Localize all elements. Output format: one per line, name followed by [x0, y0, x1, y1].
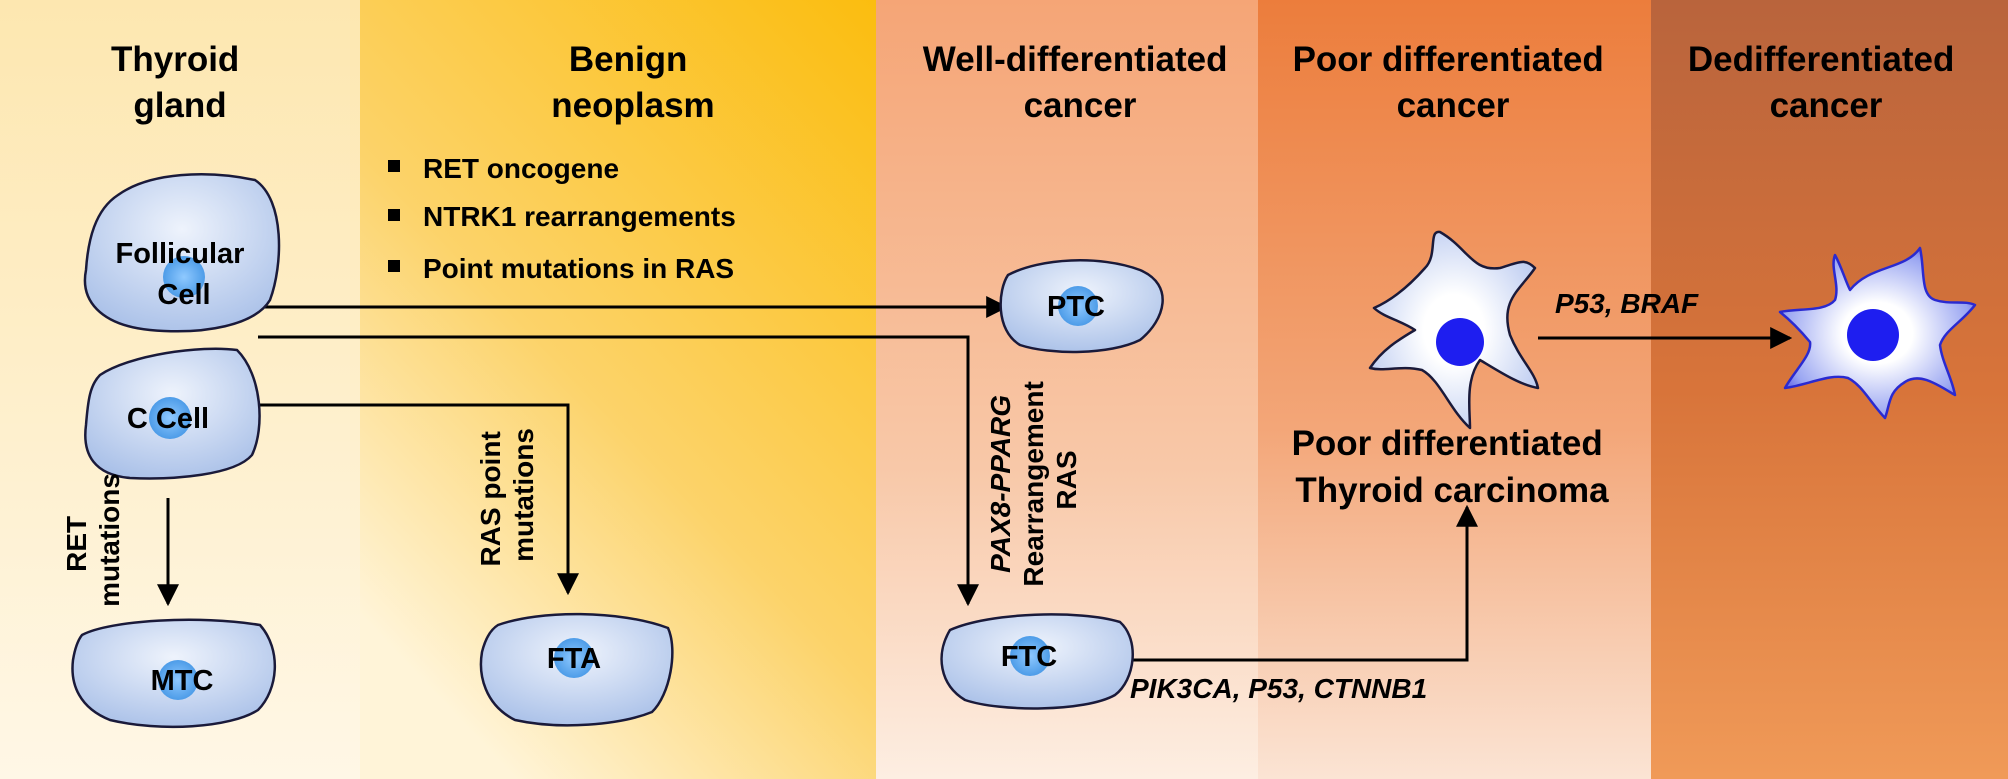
- column-title-4: Poor differentiated cancer: [1293, 40, 1614, 125]
- poor-carcinoma-label: Poor differentiated Thyroid carcinoma: [1292, 424, 1613, 510]
- bullet-ras-point: Point mutations in RAS: [423, 253, 734, 284]
- ptc-nucleus: [1058, 286, 1098, 326]
- follicular-cell-label: Follicular Cell: [116, 238, 253, 311]
- poor-differentiated-cell: [1368, 230, 1540, 430]
- arrow-ccell-to-fta: [258, 403, 579, 596]
- fta-label: FTA: [547, 643, 601, 675]
- fta-nucleus: [554, 638, 594, 678]
- follicular-cell-body: [83, 173, 281, 333]
- ptc-label: PTC: [1047, 291, 1105, 323]
- bullet-ret-oncogene: RET oncogene: [423, 153, 619, 184]
- pik3ca-label: PIK3CA, P53, CTNNB1: [1130, 673, 1427, 704]
- mtc-label: MTC: [151, 665, 214, 697]
- poor-cell-nucleus: [1436, 318, 1484, 366]
- arrows: [157, 296, 1793, 662]
- bullet-ntrk1: NTRK1 rearrangements: [423, 201, 736, 232]
- p53-braf-label: P53, BRAF: [1555, 288, 1699, 319]
- fta-cell: FTA: [479, 612, 674, 727]
- arrow-follicular-to-ftc: [258, 335, 979, 607]
- c-cell-label: C Cell: [127, 403, 209, 435]
- ftc-label: FTC: [1001, 641, 1057, 673]
- arrow-ftc-to-poor: [1133, 504, 1478, 662]
- benign-bullet-list: RET oncogene NTRK1 rearrangements Point …: [388, 153, 736, 284]
- bullet-square: [388, 260, 400, 272]
- follicular-nucleus: [163, 256, 205, 298]
- dediff-cell-nucleus: [1847, 309, 1899, 361]
- column-title-1: Thyroid gland: [111, 40, 249, 125]
- column-title-3: Well-differentiated cancer: [923, 40, 1237, 125]
- mtc-cell: MTC: [71, 618, 277, 729]
- mtc-nucleus: [158, 660, 198, 700]
- bullet-square: [388, 209, 400, 221]
- bullet-square: [388, 160, 400, 172]
- follicular-cell: Follicular Cell: [83, 173, 281, 333]
- ftc-cell: FTC: [940, 613, 1134, 710]
- pax8-pparg-label: PAX8-PPARG Rearrangement RAS: [985, 373, 1082, 586]
- dedifferentiated-cell: [1778, 246, 1977, 420]
- ras-point-mutations-label: RAS point mutations: [475, 423, 539, 566]
- ftc-nucleus: [1010, 636, 1050, 676]
- ptc-cell: PTC: [999, 259, 1164, 354]
- column-title-2: Benign neoplasm: [551, 40, 714, 125]
- column-title-5: Dedifferentiated cancer: [1688, 40, 1964, 125]
- c-cell: C Cell: [84, 347, 261, 480]
- ret-mutations-label: RET mutations: [61, 473, 125, 607]
- c-cell-nucleus: [149, 397, 191, 439]
